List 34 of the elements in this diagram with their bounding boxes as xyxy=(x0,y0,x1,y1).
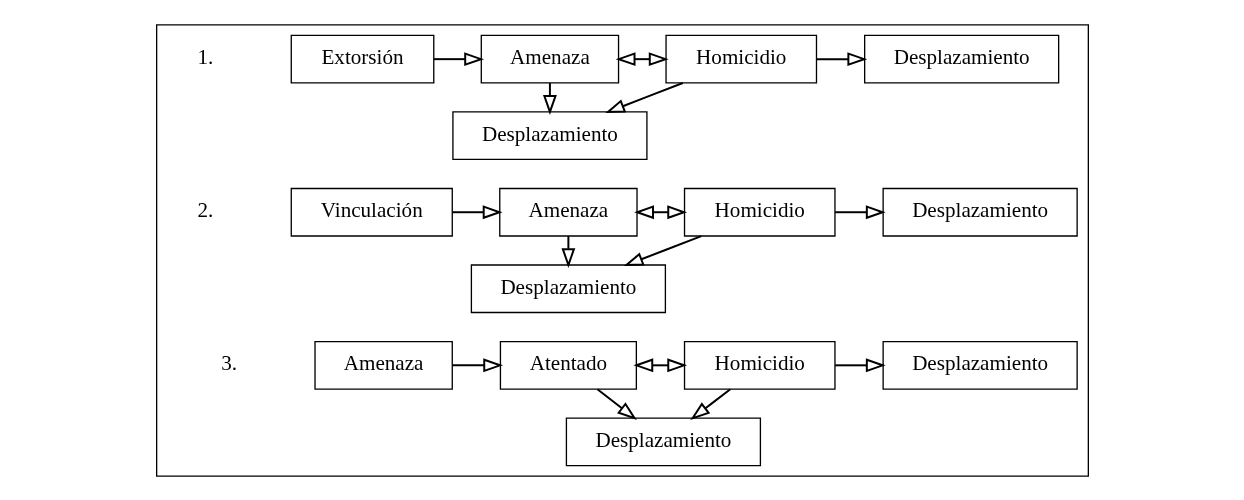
node-box: Amenaza xyxy=(480,34,619,84)
arrow xyxy=(542,81,557,115)
arrow xyxy=(833,357,886,372)
arrow xyxy=(615,51,669,66)
node-box: Desplazamiento xyxy=(882,187,1078,237)
arrow xyxy=(632,357,687,372)
arrow xyxy=(450,204,503,219)
node-box: Desplazamiento xyxy=(882,340,1078,390)
node-box: Desplazamiento xyxy=(470,263,666,313)
node-box: Amenaza xyxy=(498,187,638,237)
arrow xyxy=(451,357,503,372)
node-box: Desplazamiento xyxy=(451,110,648,160)
arrow xyxy=(815,51,867,66)
cluster xyxy=(155,23,1089,477)
arrow xyxy=(833,204,886,219)
node-box: Atentado xyxy=(499,340,637,390)
arrow xyxy=(604,81,684,113)
arrow xyxy=(432,51,484,66)
node-box: Amenaza xyxy=(313,340,453,390)
arrow xyxy=(633,204,687,219)
node-box: Homicidio xyxy=(683,340,836,390)
label: 3. xyxy=(220,350,237,375)
label: 2. xyxy=(197,197,213,222)
node-box: Vinculación xyxy=(290,187,453,237)
node-box: Homicidio xyxy=(683,187,836,237)
node-box: Desplazamiento xyxy=(863,34,1059,84)
node-box: Homicidio xyxy=(664,34,817,84)
node-box: Desplazamiento xyxy=(565,416,761,466)
node-box: Extorsión xyxy=(290,34,434,84)
arrow xyxy=(689,387,731,420)
label: 1. xyxy=(197,44,213,69)
arrow xyxy=(623,234,702,266)
arrow xyxy=(560,234,575,268)
arrow xyxy=(595,387,637,420)
